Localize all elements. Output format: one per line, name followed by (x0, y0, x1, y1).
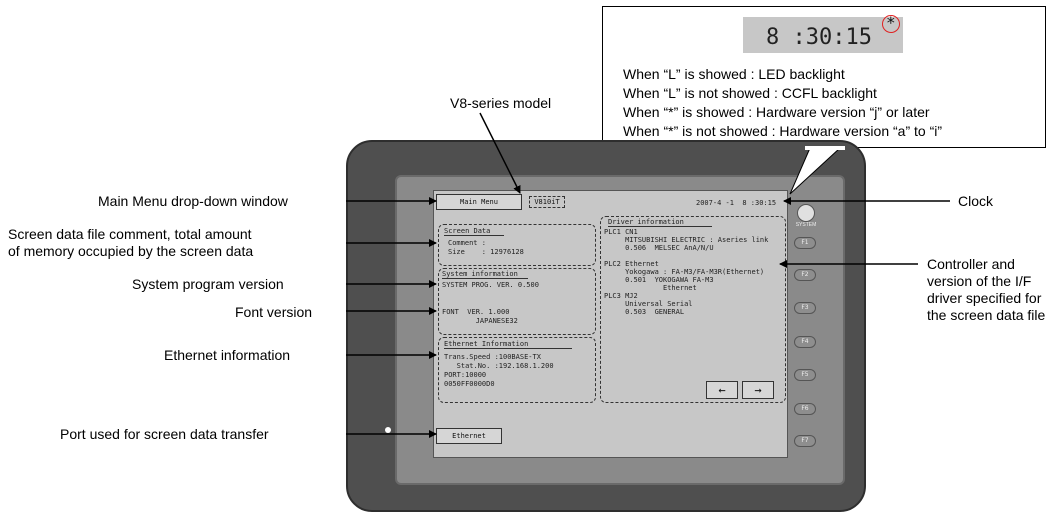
callout-line-3: When “*” is showed : Hardware version “j… (623, 104, 930, 120)
arrow-model (479, 112, 521, 194)
annotation-main-menu: Main Menu drop-down window (98, 193, 288, 209)
annotation-port: Port used for screen data transfer (60, 426, 269, 442)
driver-info-line-2: MITSUBISHI ELECTRIC : Aseries link (604, 236, 769, 244)
annotation-controller-2: version of the I/F (927, 273, 1032, 289)
ethernet-button[interactable]: Ethernet (436, 428, 502, 444)
annotation-ethernet-info: Ethernet information (164, 347, 291, 363)
ethernet-info-title: Ethernet Information (444, 340, 572, 349)
screen-data-title: Screen Data (444, 227, 504, 236)
screen-data-line-2: Size : 12976128 (448, 248, 524, 256)
annotation-font-version: Font version (235, 304, 313, 320)
system-info-line-5: JAPANESE32 (442, 317, 518, 325)
power-led (385, 427, 391, 433)
clock-callout-box: 8 :30:15 * When “L” is showed : LED back… (602, 6, 1046, 148)
f5-key[interactable]: F5 (794, 369, 816, 381)
nav-left-button[interactable]: ← (706, 381, 738, 399)
system-key-label: SYSTEM (795, 222, 817, 228)
nav-right-button[interactable]: → (742, 381, 774, 399)
star-indicator-circle (882, 15, 900, 33)
driver-info-panel (600, 216, 786, 403)
driver-info-line-8: Ethernet (604, 284, 697, 292)
clock-sample-text: 8 :30:15 (766, 25, 872, 50)
driver-info-line-5: PLC2 Ethernet (604, 260, 659, 268)
system-info-title: System information (442, 270, 528, 279)
driver-info-line-11: 0.503 GENERAL (604, 308, 685, 316)
model-label: V810iT (529, 196, 565, 208)
clock-display: 2007-4 -1 8 :30:15 (696, 199, 777, 207)
annotation-system-program: System program version (132, 276, 284, 292)
ethernet-info-line-1: Trans.Speed :100BASE-TX (444, 353, 541, 361)
system-info-line-1: SYSTEM PROG. VER. 0.500 (442, 281, 539, 289)
annotation-model: V8-series model (450, 95, 552, 111)
callout-line-4: When “*” is not showed : Hardware versio… (623, 123, 942, 139)
driver-info-line-6: Yokogawa : FA-M3/FA-M3R(Ethernet) (604, 268, 765, 276)
star-indicator: * (886, 13, 896, 32)
driver-info-line-7: 0.501 YOKOGAWA FA-M3 (604, 276, 714, 284)
annotation-controller-4: the screen data file (927, 307, 1046, 323)
f3-key[interactable]: F3 (794, 302, 816, 314)
driver-info-line-1: PLC1 CN1 (604, 228, 638, 236)
annotation-controller-1: Controller and (927, 256, 1015, 272)
annotation-controller-3: driver specified for (927, 290, 1042, 306)
system-info-line-4: FONT VER. 1.000 (442, 308, 510, 316)
callout-tail (789, 147, 842, 195)
driver-info-line-3: 0.506 MELSEC AnA/N/U (604, 244, 714, 252)
ethernet-info-line-3: PORT:10000 (444, 371, 487, 379)
f4-key[interactable]: F4 (794, 336, 816, 348)
system-key[interactable] (797, 204, 815, 222)
f7-key[interactable]: F7 (794, 435, 816, 447)
annotation-screen-data-1: Screen data file comment, total amount (8, 226, 252, 242)
f2-key[interactable]: F2 (794, 269, 816, 281)
annotation-clock: Clock (958, 193, 994, 209)
ethernet-info-line-2: Stat.No. :192.168.1.200 (444, 362, 554, 370)
driver-info-line-10: Universal Serial (604, 300, 693, 308)
driver-info-line-9: PLC3 MJ2 (604, 292, 638, 300)
screen-data-line-1: Comment : (448, 239, 486, 247)
f1-key[interactable]: F1 (794, 237, 816, 249)
callout-line-2: When “L” is not showed : CCFL backlight (623, 85, 877, 101)
callout-line-1: When “L” is showed : LED backlight (623, 66, 845, 82)
annotation-screen-data-2: of memory occupied by the screen data (8, 243, 254, 259)
ethernet-info-panel (438, 337, 596, 403)
f6-key[interactable]: F6 (794, 403, 816, 415)
screen-data-panel (438, 224, 596, 266)
ethernet-info-line-4: 0050FF0000D0 (444, 380, 495, 388)
lcd-screen: Main Menu V810iT 2007-4 -1 8 :30:15 Scre… (433, 190, 788, 458)
driver-info-title: Driver information (608, 218, 712, 227)
system-info-panel (438, 268, 596, 335)
clock-sample-display (743, 17, 903, 53)
